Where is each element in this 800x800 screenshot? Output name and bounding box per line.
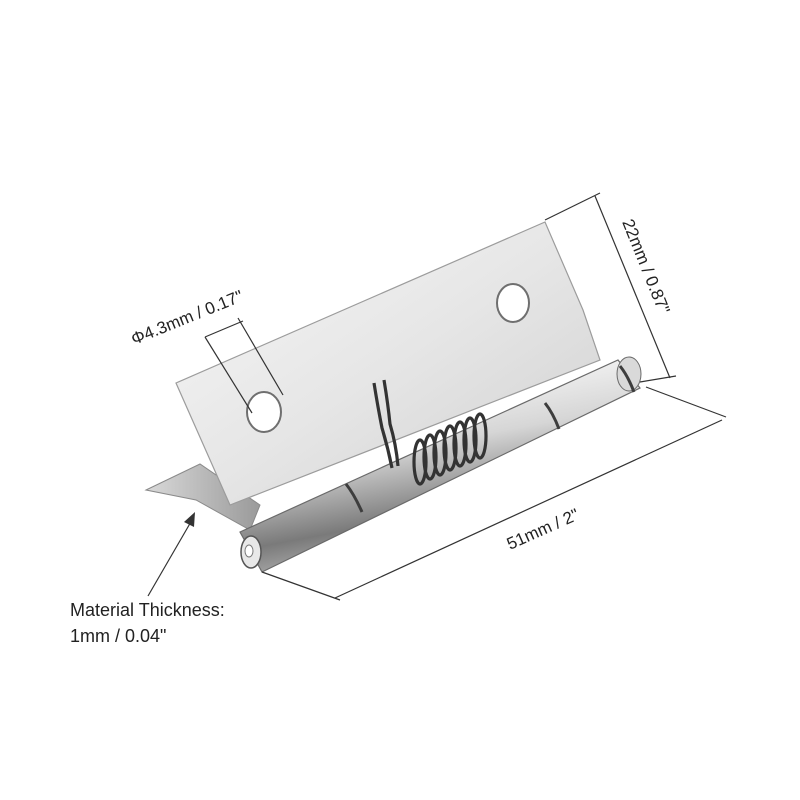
length-dimension — [261, 386, 727, 601]
thickness-leader — [147, 512, 195, 597]
knuckle-gaps — [344, 365, 636, 513]
length-label: 51mm / 2" — [504, 505, 582, 554]
torsion-spring — [372, 379, 488, 486]
mounting-hole-left — [246, 391, 282, 433]
width-label: 22mm / 0.87" — [618, 216, 673, 316]
material-thickness-title: Material Thickness: — [70, 600, 225, 620]
material-thickness-value: 1mm / 0.04" — [70, 626, 166, 646]
width-dimension — [544, 192, 677, 383]
barrel-end-right — [616, 356, 642, 392]
lower-leaf — [144, 463, 261, 531]
hole-diameter-dimension — [204, 317, 284, 414]
mounting-hole-right — [496, 283, 530, 323]
upper-leaf — [175, 221, 601, 506]
hole-diameter-label: Φ4.3mm / 0.17" — [128, 287, 245, 349]
